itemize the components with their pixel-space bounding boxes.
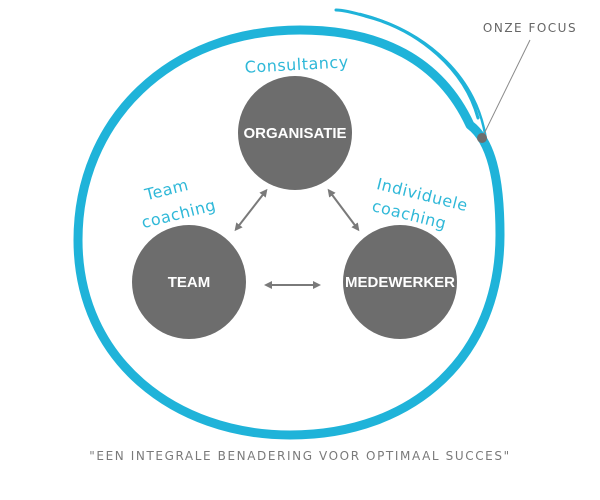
focus-pointer-line: [481, 39, 531, 139]
node-team-label: TEAM: [168, 274, 211, 291]
focus-pointer-dot: [477, 133, 487, 143]
node-medewerker: MEDEWERKER: [343, 225, 457, 339]
label-consultancy: Consultancy: [244, 52, 349, 76]
node-organisatie: ORGANISATIE: [238, 76, 352, 190]
arrow-organisatie-team: [234, 188, 268, 232]
arrow-organisatie-medewerker: [327, 188, 360, 232]
node-team: TEAM: [132, 225, 246, 339]
focus-label: ONZE FOCUS: [483, 21, 577, 35]
label-team-coaching-line1: Team: [142, 175, 191, 204]
focus-ring: [73, 8, 505, 440]
node-organisatie-label: ORGANISATIE: [243, 125, 346, 142]
node-medewerker-label: MEDEWERKER: [345, 274, 455, 291]
tagline-quote: "EEN INTEGRALE BENADERING VOOR OPTIMAAL …: [89, 449, 511, 463]
